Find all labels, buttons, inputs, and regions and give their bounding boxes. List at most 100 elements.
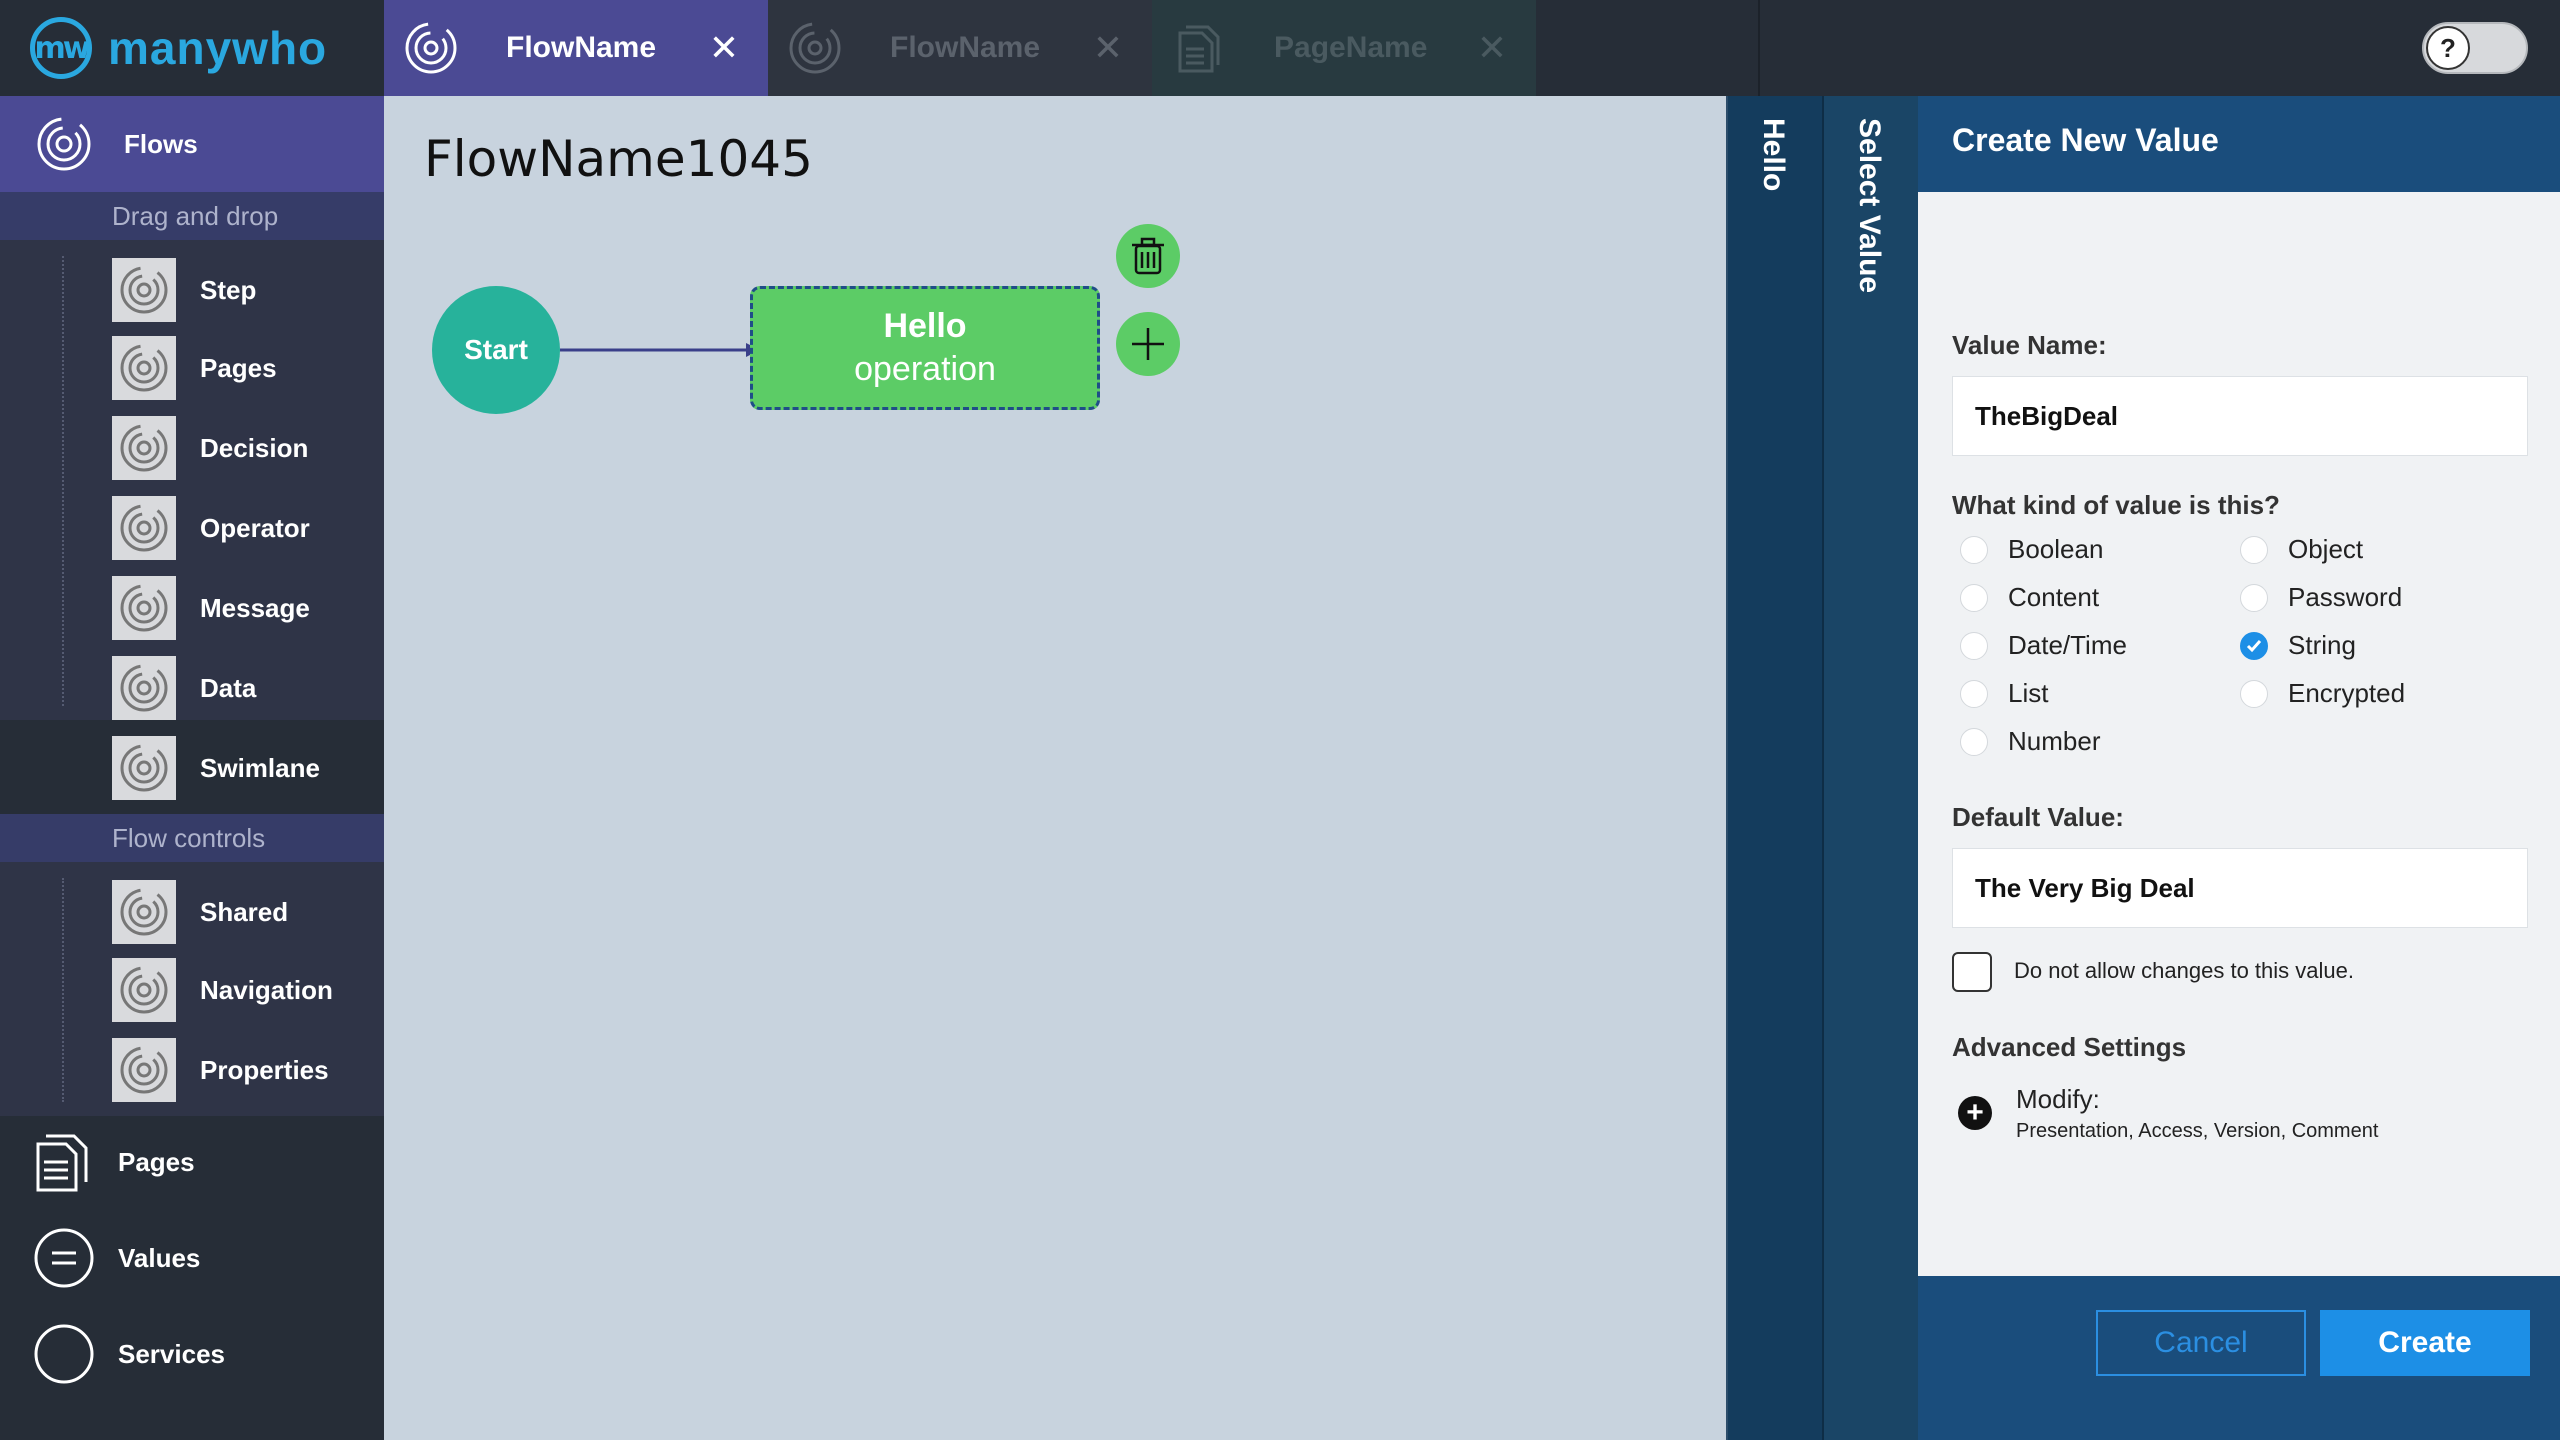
tool-data[interactable]: Data [112,656,256,720]
tab-flowname[interactable]: FlowName ✕ [768,0,1152,96]
sidebar-item-pages[interactable]: Pages [0,1122,384,1202]
flow-canvas[interactable]: FlowName1045 Start Hello operation [384,96,1726,1440]
tab-label: FlowName [890,31,1041,64]
tab-flowname-active[interactable]: FlowName ✕ [384,0,768,96]
tool-label: Decision [200,432,309,463]
panel-footer: Cancel Create [1918,1276,2560,1440]
sidebar-item-values[interactable]: Values [0,1218,384,1298]
strip-label: Select Value [1853,118,1886,294]
tool-label: Step [200,274,257,305]
radio-encrypted[interactable]: Encrypted [2240,678,2405,709]
operator-icon [112,496,176,560]
plus-icon [1132,328,1164,360]
manywho-logo[interactable]: mw manywho [30,16,327,80]
default-value-input[interactable]: The Very Big Deal [1952,848,2528,928]
radio-button[interactable] [1960,631,1988,660]
radio-list[interactable]: List [1960,678,2048,709]
swimlane-icon [112,736,176,800]
control-properties[interactable]: Properties [112,1038,329,1102]
value-name-label: Value Name: [1952,330,2107,360]
operation-node[interactable]: Hello operation [750,286,1100,410]
radio-label: Date/Time [2008,630,2127,660]
strip-label: Hello [1757,118,1790,192]
sidebar-item-label: Values [118,1242,201,1273]
radio-button-checked[interactable] [2240,631,2268,660]
panel-strip-hello[interactable]: Hello [1726,96,1822,1440]
radio-object[interactable]: Object [2240,534,2363,565]
sidebar-item-label: Services [118,1338,225,1369]
cancel-button[interactable]: Cancel [2096,1310,2306,1376]
tool-label: Shared [200,896,289,927]
tool-operator[interactable]: Operator [112,496,310,560]
radio-label: List [2008,678,2049,708]
start-node[interactable]: Start [432,286,560,414]
radio-boolean[interactable]: Boolean [1960,534,2103,565]
control-shared[interactable]: Shared [112,880,288,944]
radio-number[interactable]: Number [1960,726,2100,757]
close-icon[interactable]: ✕ [1092,27,1124,68]
tree-guide [62,878,64,1102]
step-icon [112,258,176,322]
tool-label: Properties [200,1054,329,1085]
close-icon[interactable]: ✕ [708,27,740,68]
sidebar-item-flows[interactable]: Flows [0,96,384,192]
sidebar-item-label: Pages [118,1146,195,1177]
tool-pages[interactable]: Pages [112,336,277,400]
kind-label: What kind of value is this? [1952,490,2280,520]
radio-button[interactable] [2240,583,2268,612]
delete-node-button[interactable] [1116,224,1180,288]
start-label: Start [464,334,528,365]
panel-strip-select-value[interactable]: Select Value [1822,96,1918,1440]
tree-guide [62,256,64,706]
sidebar-item-services[interactable]: Services [0,1314,384,1394]
help-toggle[interactable]: ? [2422,22,2528,74]
radio-label: Number [2008,726,2101,756]
radio-button[interactable] [2240,679,2268,708]
tool-list [0,240,384,720]
create-button[interactable]: Create [2320,1310,2530,1376]
radio-button[interactable] [1960,679,1988,708]
tool-step[interactable]: Step [112,258,256,322]
tool-decision[interactable]: Decision [112,416,308,480]
radio-button[interactable] [1960,535,1988,564]
tool-swimlane[interactable]: Swimlane [112,736,320,800]
flow-icon [37,117,91,171]
section-header-flow-controls: Flow controls [0,814,384,862]
equals-circle-icon [34,1228,94,1288]
radio-password[interactable]: Password [2240,582,2402,613]
tab-pagename[interactable]: PageName ✕ [1152,0,1536,96]
flow-icon [789,22,841,74]
check-icon [2246,639,2262,652]
flow-title: FlowName1045 [424,130,813,188]
radio-content[interactable]: Content [1960,582,2099,613]
shared-icon [112,880,176,944]
advanced-settings-label: Advanced Settings [1952,1032,2187,1062]
radio-button[interactable] [2240,535,2268,564]
tool-message[interactable]: Message [112,576,310,640]
connector-arrow[interactable] [560,340,760,360]
default-value-label: Default Value: [1952,802,2124,832]
modify-label[interactable]: Modify: [2016,1084,2100,1114]
decision-icon [112,416,176,480]
control-navigation[interactable]: Navigation [112,958,333,1022]
radio-datetime[interactable]: Date/Time [1960,630,2127,661]
value-name-input[interactable]: TheBigDeal [1952,376,2528,456]
section-header-drag-drop: Drag and drop [0,192,384,240]
radio-button[interactable] [1960,583,1988,612]
lock-value-checkbox[interactable] [1952,952,1992,992]
page-icon [36,1134,88,1192]
navigation-icon [112,958,176,1022]
tool-label: Operator [200,512,310,543]
add-outcome-button[interactable] [1116,312,1180,376]
logo-text: manywho [108,22,328,74]
plus-circle-icon[interactable]: + [1958,1096,1992,1130]
sidebar: Flows Drag and drop Step Pages Decision … [0,96,384,1440]
radio-string[interactable]: String [2240,630,2356,661]
close-icon[interactable]: ✕ [1476,27,1508,68]
lock-value-label: Do not allow changes to this value. [2014,958,2354,983]
flow-icon [405,22,457,74]
radio-button[interactable] [1960,727,1988,756]
circle-icon [34,1324,94,1384]
tool-label: Pages [200,352,277,383]
tool-label: Data [200,672,257,703]
